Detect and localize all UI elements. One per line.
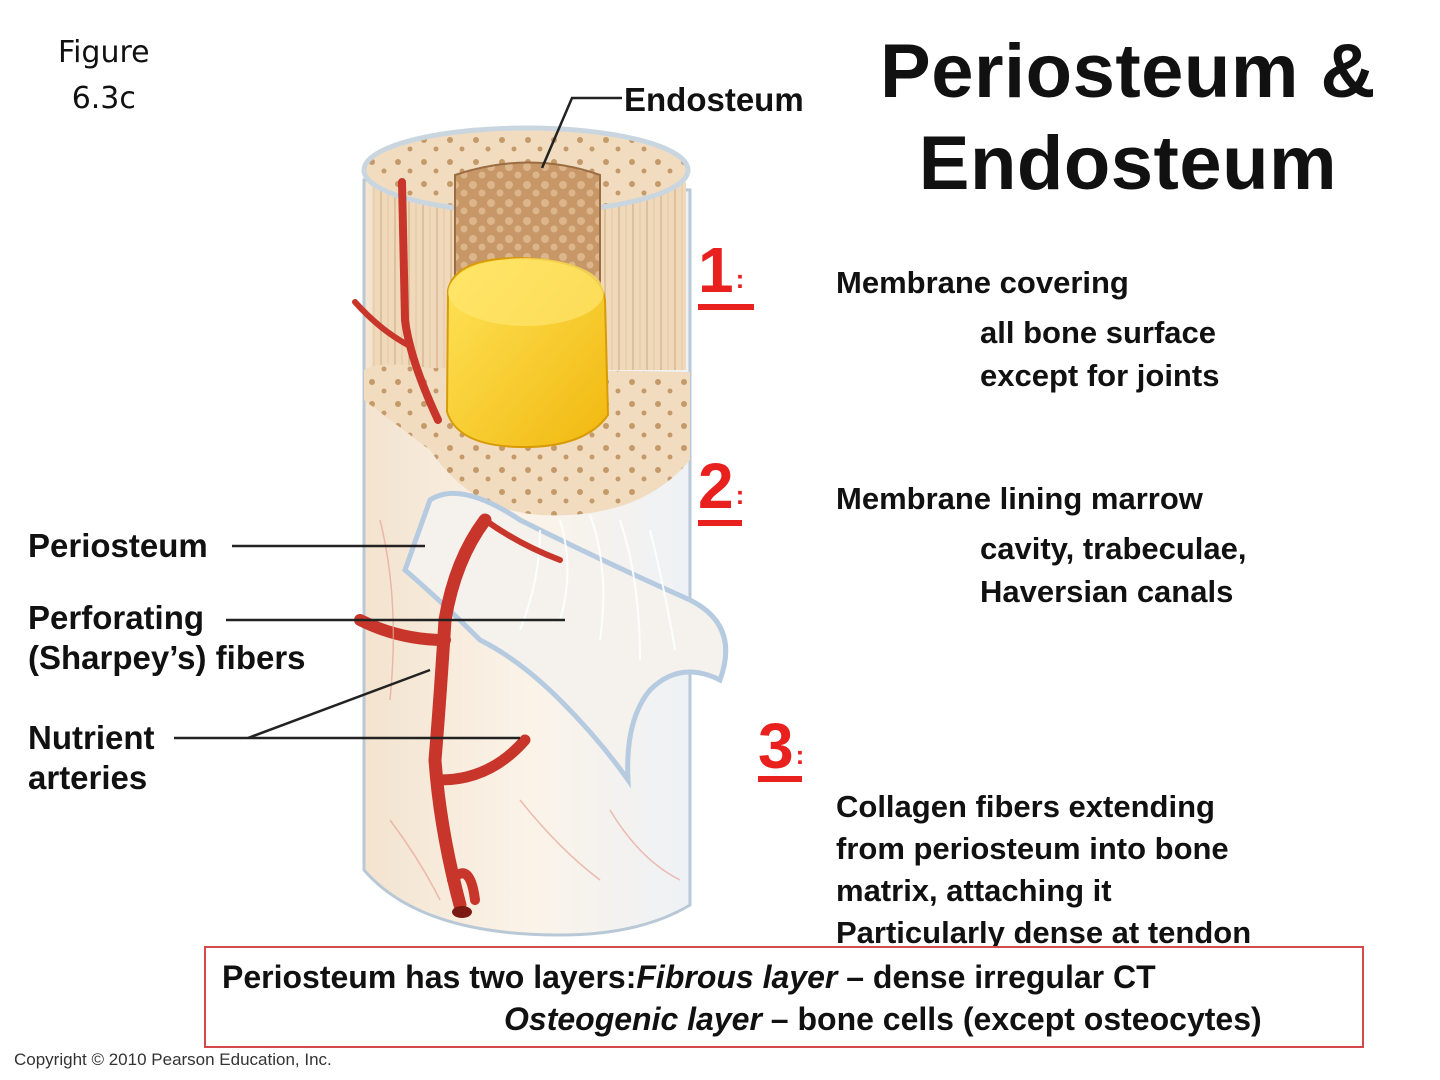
note-osteogenic-layer: Osteogenic layer [504, 1001, 762, 1037]
label-endosteum: Endosteum [624, 81, 804, 118]
label-periosteum: Periosteum [28, 527, 208, 564]
label-perforating-line2: (Sharpey’s) fibers [28, 639, 306, 676]
point-1-line1: Membrane covering [836, 265, 1129, 300]
note-line1: Periosteum has two layers:Fibrous layer … [222, 956, 1156, 998]
point-3-number: 3: [758, 714, 804, 787]
point-1-line3: except for joints [980, 358, 1220, 393]
periosteum-layers-note: Periosteum has two layers:Fibrous layer … [204, 946, 1364, 1048]
point-1-line2: all bone surface [980, 315, 1217, 350]
label-nutrient-line1: Nutrient [28, 719, 155, 756]
figure-ref-line2: 6.3c [71, 81, 136, 116]
leader-lines [174, 96, 622, 740]
point-2-line2: cavity, trabeculae, [980, 531, 1247, 566]
point-2-line3: Haversian canals [980, 574, 1234, 609]
page-title: Periosteum & Endosteum [880, 26, 1376, 210]
point-1-number: 1: [698, 238, 754, 311]
note-osteogenic-desc: – bone cells (except osteocytes) [761, 1001, 1262, 1037]
point-3-line4: Particularly dense at tendon [836, 915, 1252, 950]
figure-ref-line1: Figure [58, 35, 150, 70]
label-perforating-line1: Perforating [28, 599, 205, 636]
point-3-digit: 3 [758, 710, 794, 782]
note-prefix: Periosteum has two layers: [222, 959, 637, 995]
nutrient-arteries [352, 178, 563, 912]
point-2-number: 2: [698, 454, 744, 527]
title-line2: Endosteum [918, 121, 1338, 206]
point-3-line2: from periosteum into bone [836, 831, 1229, 866]
note-line2: Osteogenic layer – bone cells (except os… [504, 998, 1262, 1040]
point-3-line3: matrix, attaching it [836, 873, 1112, 908]
label-perforating-fibers: Perforating (Sharpey’s) fibers [28, 598, 306, 678]
figure-reference: Figure 6.3c [58, 30, 150, 122]
point-3-line1: Collagen fibers extending [836, 789, 1215, 824]
point-2-line1: Membrane lining marrow [836, 481, 1203, 516]
periosteum-flap [402, 490, 729, 789]
copyright-notice: Copyright © 2010 Pearson Education, Inc. [14, 1050, 332, 1069]
point-2-colon: : [735, 480, 745, 510]
point-1-colon: : [735, 264, 745, 294]
label-nutrient-line2: arteries [28, 759, 148, 796]
point-1-digit: 1 [698, 234, 734, 306]
point-2-digit: 2 [698, 450, 734, 522]
note-fibrous-desc: – dense irregular CT [837, 959, 1156, 995]
point-3-colon: : [795, 740, 805, 770]
label-nutrient-arteries: Nutrient arteries [28, 718, 155, 798]
title-line1: Periosteum & [880, 29, 1376, 114]
note-fibrous-layer: Fibrous layer [636, 959, 838, 995]
